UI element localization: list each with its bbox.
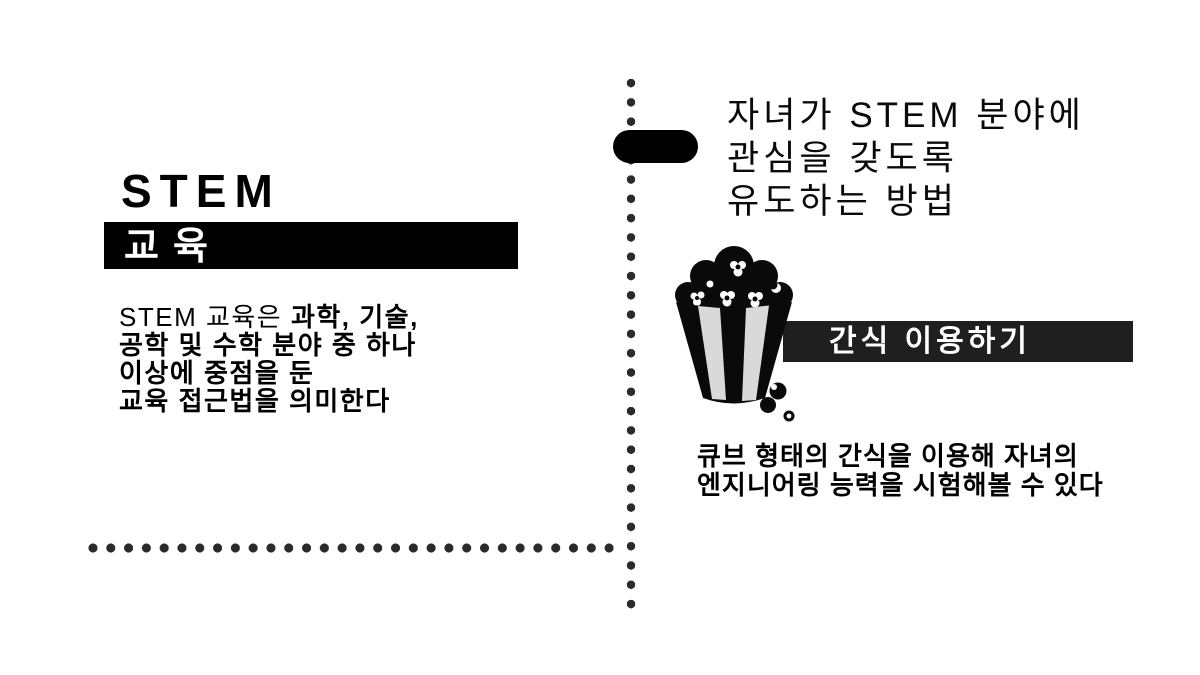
section-heading: 자녀가 STEM 분야에 관심을 갖도록 유도하는 방법 bbox=[727, 94, 1085, 223]
pill-bullet-marker bbox=[613, 130, 698, 163]
snack-label-bar: 간식 이용하기 bbox=[783, 321, 1133, 362]
page-title: STEM bbox=[121, 165, 281, 217]
intro-line-3: 이상에 중점을 둔 bbox=[119, 358, 315, 388]
title-bar-label: 교육 bbox=[124, 225, 222, 268]
snack-description-line-2: 엔지니어링 능력을 시험해볼 수 있다 bbox=[697, 470, 1104, 500]
snack-label: 간식 이용하기 bbox=[829, 324, 1031, 358]
horizontal-dotted-divider bbox=[88, 543, 622, 553]
intro-paragraph: STEM 교육은 과학, 기술, 공학 및 수학 분야 중 하나 이상에 중점을… bbox=[119, 303, 419, 415]
snack-description: 큐브 형태의 간식을 이용해 자녀의 엔지니어링 능력을 시험해볼 수 있다 bbox=[697, 442, 1104, 500]
popcorn-bucket-icon bbox=[675, 246, 795, 422]
vertical-dotted-divider bbox=[626, 78, 636, 611]
intro-line-4: 교육 접근법을 의미한다 bbox=[119, 386, 391, 416]
intro-line-1: STEM 교육은 과학, 기술, bbox=[119, 302, 419, 332]
title-highlight-bar: 교육 bbox=[104, 222, 518, 269]
intro-line-2: 공학 및 수학 분야 중 하나 bbox=[119, 330, 417, 360]
heading-line-3: 유도하는 방법 bbox=[727, 182, 958, 221]
heading-line-2: 관심을 갖도록 bbox=[727, 139, 958, 178]
heading-line-1: 자녀가 STEM 분야에 bbox=[727, 96, 1085, 135]
snack-description-line-1: 큐브 형태의 간식을 이용해 자녀의 bbox=[697, 441, 1079, 471]
